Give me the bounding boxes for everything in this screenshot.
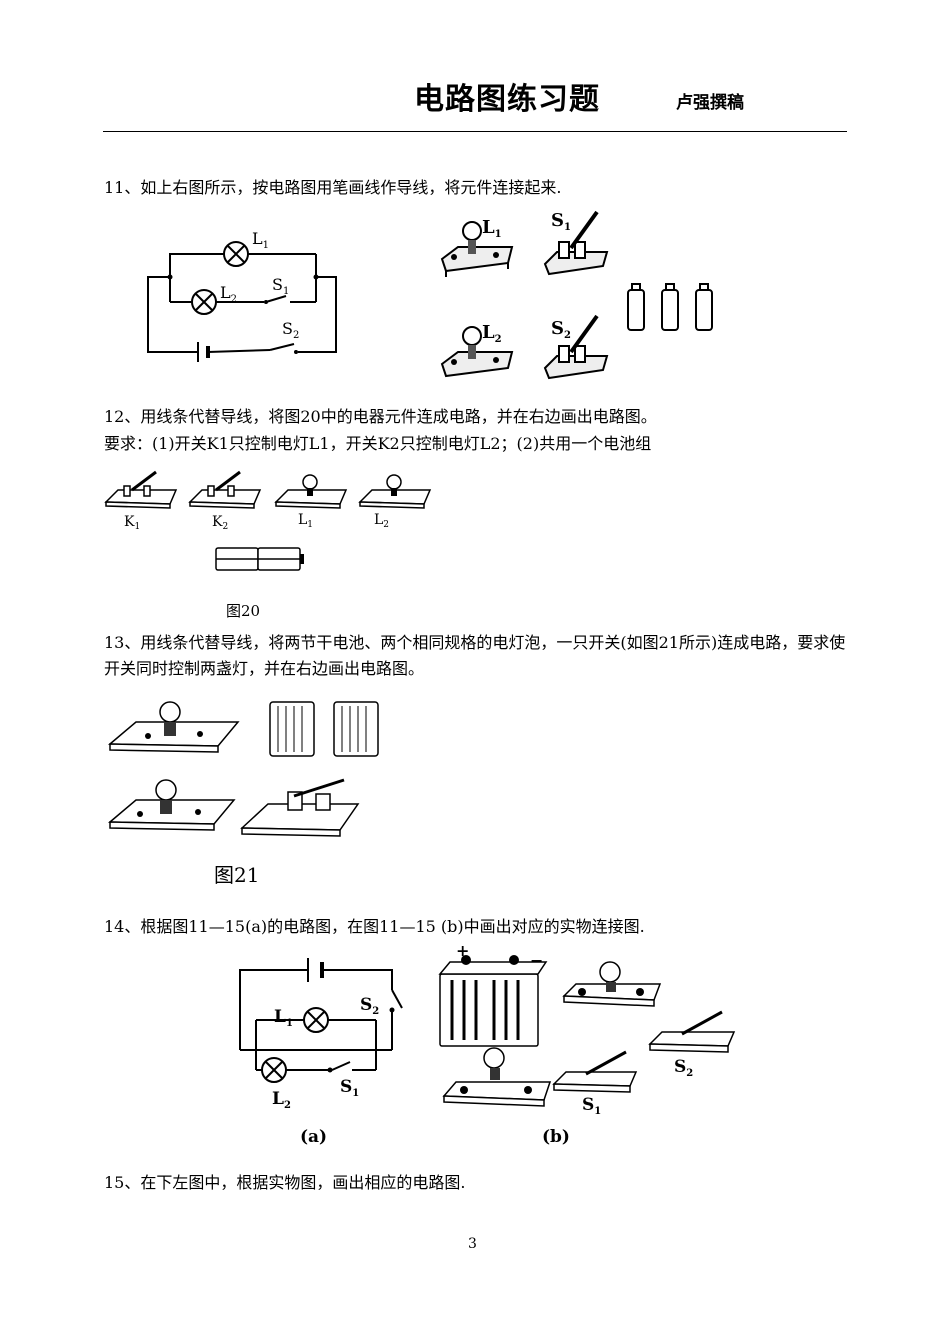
- q14-circuit-diagram-a: L1 L2 S1 S2 (a): [239, 958, 403, 1147]
- q14-physical-diagram-b: + − S2 S1 (b): [438, 941, 736, 1147]
- q13-figure-21: 图21: [107, 701, 379, 887]
- q11-component-bulb-L1: L1: [440, 217, 514, 277]
- question-14-text: 14、根据图11—15(a)的电路图，在图11—15 (b)中画出对应的实物连接…: [104, 917, 645, 936]
- q11-part-S2-label: S2: [551, 318, 571, 341]
- q11-circuit-diagram: L1 L2 S1 S2: [147, 229, 337, 362]
- q11-label-L2: L2: [220, 283, 237, 305]
- q12-figure-caption: 图20: [226, 602, 260, 620]
- q11-component-bulb-L2: L2: [440, 322, 514, 378]
- q14-b-label-S2: S2: [674, 1057, 693, 1079]
- q11-part-L2-label: L2: [482, 322, 502, 345]
- question-12-text-2: 要求：(1)开关K1只控制电灯L1，开关K2只控制电灯L2；(2)共用一个电池组: [104, 434, 652, 453]
- q12-label-L2: L2: [374, 512, 389, 530]
- page-number: 3: [468, 1236, 477, 1252]
- q11-component-switch-S2: S2: [543, 314, 609, 380]
- q14-battery-minus: −: [530, 951, 543, 970]
- q12-figure-20: K1 K2 L1 L2 图20: [104, 470, 432, 620]
- question-15-text: 15、在下左图中，根据实物图，画出相应的电路图.: [104, 1173, 466, 1192]
- q12-label-K1: K1: [124, 514, 140, 532]
- q14-label-S2: S2: [360, 995, 379, 1017]
- question-13-text: 13、用线条代替导线，将两节干电池、两个相同规格的电灯泡，一只开关(如图21所示…: [104, 633, 846, 678]
- q14-label-L1: L1: [274, 1007, 293, 1029]
- q14-b-label-S1: S1: [582, 1095, 601, 1117]
- q14-caption-b: (b): [542, 1127, 570, 1147]
- author-name: 卢强撰稿: [676, 93, 744, 113]
- header-rule: [103, 131, 847, 132]
- q11-component-switch-S1: S1: [543, 210, 609, 276]
- q11-part-S1-label: S1: [551, 210, 571, 233]
- q12-label-K2: K2: [212, 514, 228, 532]
- q14-label-L2: L2: [272, 1089, 291, 1111]
- q13-figure-caption: 图21: [214, 863, 259, 887]
- question-11-text: 11、如上右图所示，按电路图用笔画线作导线，将元件连接起来.: [104, 178, 562, 197]
- q11-label-L1: L1: [252, 229, 269, 251]
- question-12-text-1: 12、用线条代替导线，将图20中的电器元件连成电路，并在右边画出电路图。: [104, 407, 657, 426]
- q14-label-S1: S1: [340, 1077, 359, 1099]
- q11-part-L1-label: L1: [482, 217, 502, 240]
- q14-caption-a: (a): [300, 1127, 327, 1147]
- q11-label-S1: S1: [272, 275, 289, 297]
- q11-component-batteries: [627, 283, 713, 331]
- q14-battery-plus: +: [456, 941, 469, 960]
- q11-label-S2: S2: [282, 319, 299, 341]
- q12-label-L1: L1: [298, 512, 313, 530]
- page-title: 电路图练习题: [414, 82, 600, 117]
